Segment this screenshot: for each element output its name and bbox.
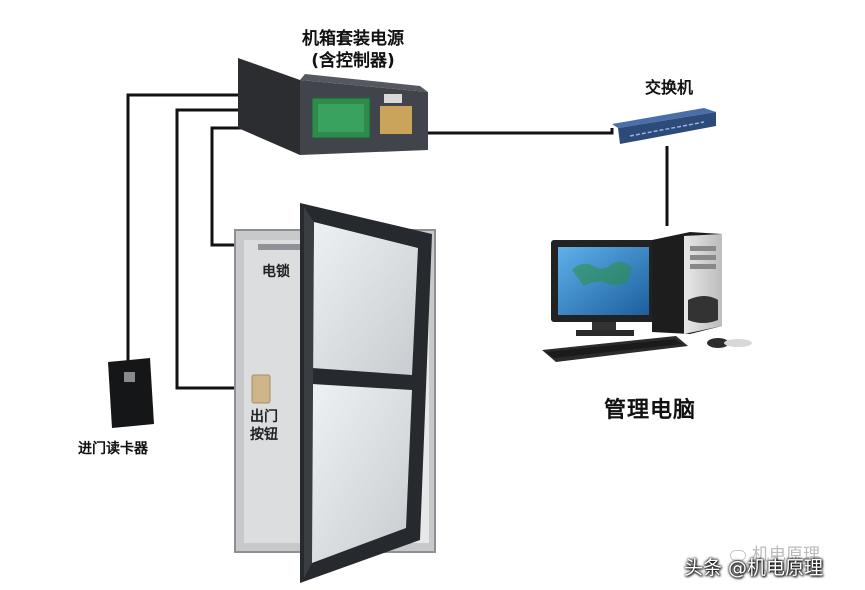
watermark-main: 头条 @机电原理 xyxy=(684,557,824,579)
exit-button-label-line1: 出门 xyxy=(250,409,278,425)
control-box-label: 机箱套装电源 (含控制器) xyxy=(268,28,438,72)
card-reader-label: 进门读卡器 xyxy=(78,441,148,457)
wire-card-reader xyxy=(126,93,248,362)
network-switch xyxy=(612,108,716,144)
control-box xyxy=(238,58,428,155)
watermark-faint-text: 机电原理 xyxy=(752,545,820,565)
management-computer xyxy=(542,232,752,362)
wiring xyxy=(126,93,669,390)
switch-label: 交换机 xyxy=(645,78,694,97)
card-reader xyxy=(108,358,154,428)
electric-lock-label: 电锁 xyxy=(262,264,290,280)
wire-electric-lock xyxy=(210,126,250,247)
wire-box-to-switch xyxy=(428,128,614,135)
exit-button-label: 出门 按钮 xyxy=(250,408,278,444)
control-box-label-line2: (含控制器) xyxy=(311,51,395,71)
exit-button-label-line2: 按钮 xyxy=(250,427,278,443)
wechat-icon xyxy=(730,549,746,561)
wire-exit-button xyxy=(175,108,248,390)
control-box-label-line1: 机箱套装电源 xyxy=(302,29,404,49)
exit-button-device xyxy=(251,374,271,404)
electric-lock-device xyxy=(258,244,300,250)
computer-label: 管理电脑 xyxy=(604,398,697,423)
watermark-faint: 机电原理 xyxy=(730,540,820,565)
open-door xyxy=(300,203,432,583)
